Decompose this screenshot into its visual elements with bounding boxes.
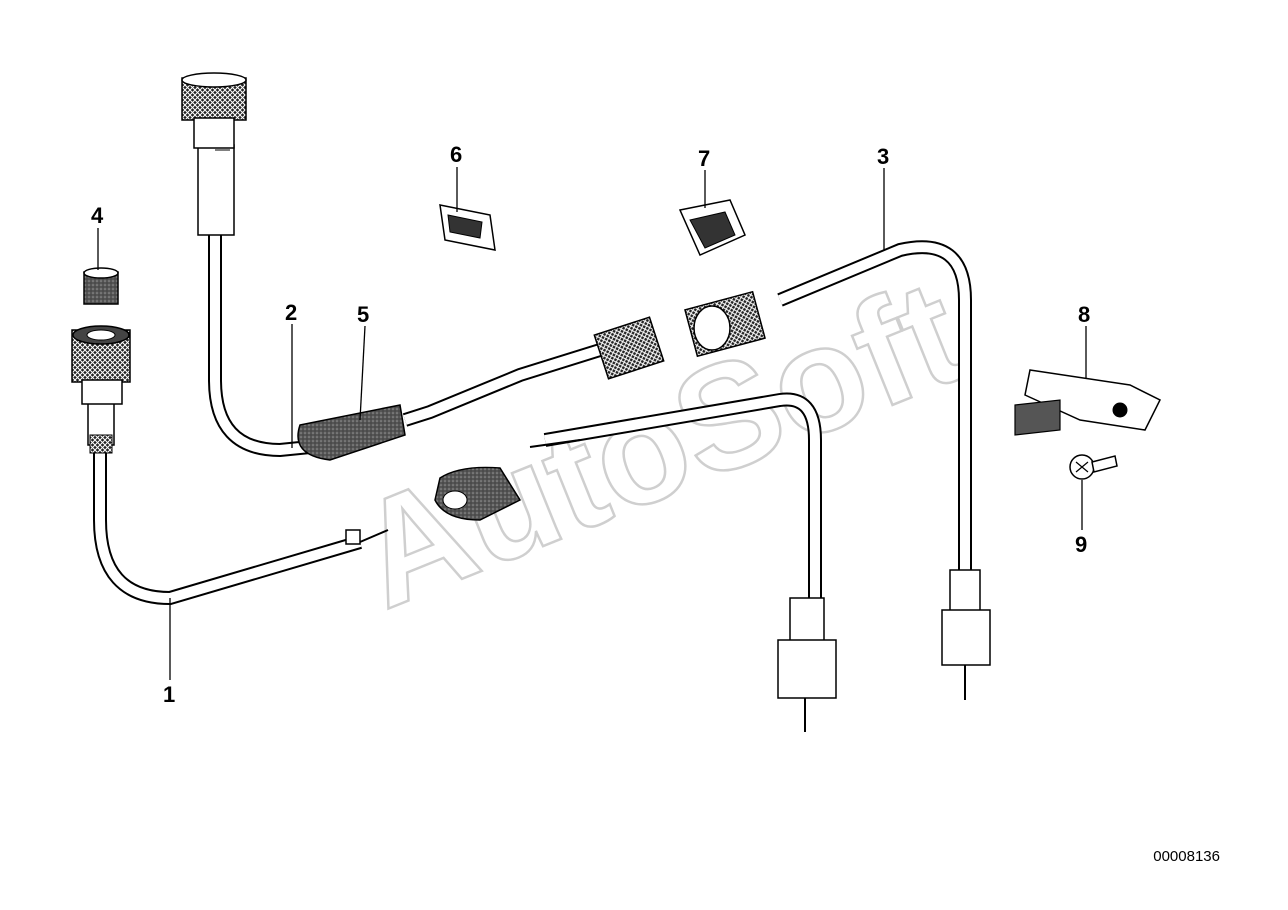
callout-7: 7 (698, 146, 710, 171)
callout-8: 8 (1078, 302, 1090, 327)
sleeve-part-4 (83, 267, 119, 305)
cable-part-2 (181, 72, 331, 458)
callout-9: 9 (1075, 532, 1087, 557)
watermark-text: AutoSoft (334, 247, 984, 640)
screw-part-9 (1069, 454, 1118, 480)
document-number: 00008136 (1153, 848, 1220, 865)
cable-part-3 (684, 240, 991, 700)
callout-6: 6 (450, 142, 462, 167)
leader-lines (97, 167, 1087, 680)
clip-part-6 (439, 204, 496, 251)
watermark: AutoSoft (333, 245, 985, 640)
cable-part-3-mid (402, 316, 837, 732)
clip-part-7 (678, 199, 746, 256)
cable-part-1 (71, 325, 389, 606)
callout-3: 3 (877, 144, 889, 169)
grommet-part-5 (297, 404, 522, 521)
callout-4: 4 (91, 203, 104, 228)
callout-2: 2 (285, 300, 297, 325)
bracket-part-8 (1014, 369, 1162, 436)
callout-5: 5 (357, 302, 369, 327)
callout-1: 1 (163, 682, 175, 707)
callouts: 1 2 3 4 5 6 7 8 9 (91, 142, 1090, 707)
